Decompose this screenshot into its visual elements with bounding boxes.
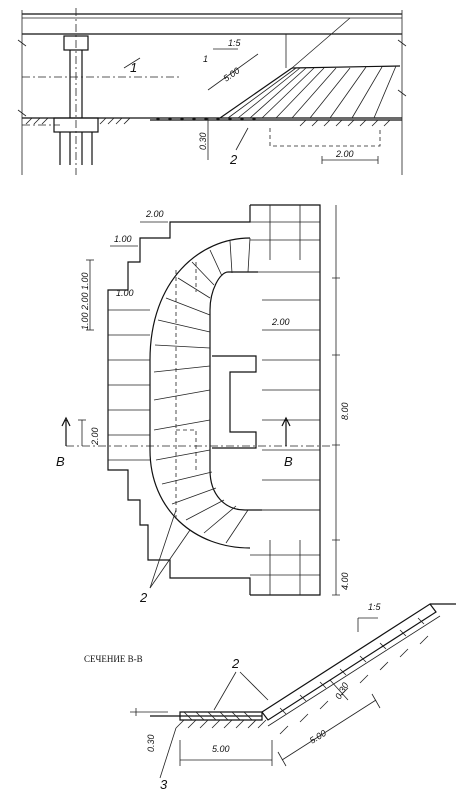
plan-dim-inner-width: 2.00 [271,317,290,327]
plan-dim-left-1-00: 1.00 [116,288,134,298]
plan-dim-left-2-00: 2.00 [90,427,100,446]
section-view: СЕЧЕНИЕ В-В 2 3 1:5 0.30 0.30 5.00 5.00 [84,602,456,792]
section-depth-left: 0.30 [146,734,156,752]
section-callout-2: 2 [231,656,240,671]
slope-ratio-label: 1:5 [228,38,242,48]
section-callout-3: 3 [160,777,168,792]
section-depth-right: 0.30 [333,681,350,701]
plan-view: 2.00 1.00 1.00 2.00 1.00 2.00 2.00 8.00 … [56,204,350,605]
section-mark-left: B [56,454,65,469]
width-label: 2.00 [335,149,354,159]
plan-dim-right-4-00: 4.00 [340,572,350,590]
depth-label: 0.30 [198,132,208,150]
section-dim-bottom-left: 5.00 [212,744,230,754]
top-profile-view: 1 2 1:5 1 5.00 0.30 2.00 [17,8,407,175]
section-mark-right: B [284,454,293,469]
plan-dim-right-8-00: 8.00 [340,402,350,420]
plan-dim-2-00-top: 2.00 [145,209,164,219]
plan-callout-2: 2 [139,590,148,605]
callout-2: 2 [229,152,238,167]
plan-dim-1-00-top: 1.00 [114,234,132,244]
plan-dim-vertical-stack: 1.00 2.00 1.00 [80,272,90,330]
section-slope-ratio: 1:5 [368,602,382,612]
section-title: СЕЧЕНИЕ В-В [84,654,143,664]
slope-one-label: 1 [203,54,208,64]
callout-1: 1 [130,60,137,75]
